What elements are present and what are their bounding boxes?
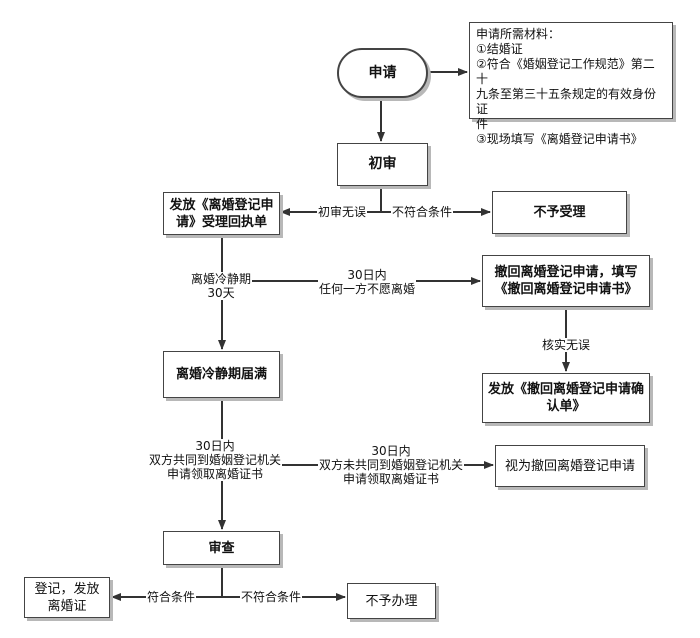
node-cooling-expire-text: 离婚冷静期届满 <box>175 367 267 382</box>
node-deemed-withdraw: 视为撤回离婚登记申请 <box>495 445 645 487</box>
node-issue-confirm-line-1: 发放《撤回离婚登记申请确 <box>487 382 644 397</box>
materials-item-2-line-2: 九条至第三十五条规定的有效身份证 <box>476 87 657 116</box>
node-reject-accept-text: 不予受理 <box>533 205 586 220</box>
label-within30-unwilling: 30日内 任何一方不愿离婚 <box>318 268 417 296</box>
label-not-both-go-line-3: 申请领取离婚证书 <box>343 472 440 486</box>
node-initial-review: 初审 <box>337 143 428 186</box>
materials-title: 申请所需材料： <box>476 27 561 41</box>
label-not-both-go-line-2: 双方未共同到婚姻登记机关 <box>319 458 464 472</box>
label-cooling-period-line-2: 30天 <box>207 286 235 300</box>
materials-item-2-line-1: ②符合《婚姻登记工作规范》第二十 <box>476 57 655 86</box>
label-not-qualified: 不符合条件 <box>391 205 454 219</box>
materials-item-1: ①结婚证 <box>476 42 523 56</box>
node-initial-review-text: 初审 <box>368 156 397 172</box>
node-refuse: 不予办理 <box>347 583 436 619</box>
node-receipt-line-2: 请》受理回执单 <box>175 214 267 230</box>
node-review-text: 审查 <box>208 540 235 556</box>
label-within30-unwilling-line-2: 任何一方不愿离婚 <box>319 282 416 296</box>
label-initial-ok: 初审无误 <box>317 205 368 219</box>
node-register-line-2: 离婚证 <box>47 598 87 614</box>
node-deemed-withdraw-text: 视为撤回离婚登记申请 <box>504 458 635 474</box>
node-apply-text: 申请 <box>368 64 397 81</box>
label-not-qualified-2: 不符合条件 <box>240 590 303 604</box>
node-issue-confirm-line-2: 认单》 <box>546 399 586 414</box>
label-qualified: 符合条件 <box>146 590 197 604</box>
label-both-go-line-3: 申请领取离婚证书 <box>167 467 264 481</box>
node-register: 登记，发放 离婚证 <box>24 577 110 618</box>
label-both-go: 30日内 双方共同到婚姻登记机关 申请领取离婚证书 <box>148 439 283 481</box>
node-withdraw: 撤回离婚登记申请，填写 《撤回离婚登记申请书》 <box>482 255 650 307</box>
label-both-go-line-2: 双方共同到婚姻登记机关 <box>149 453 282 467</box>
label-cooling-period-line-1: 离婚冷静期 <box>191 272 252 286</box>
node-receipt-line-1: 发放《离婚登记申 <box>169 197 274 213</box>
node-register-line-1: 登记，发放 <box>34 581 100 597</box>
materials-item-3: ③现场填写《离婚登记申请书》 <box>476 132 643 146</box>
materials-item-2-line-3: 件 <box>476 117 489 131</box>
label-not-both-go-line-1: 30日内 <box>371 444 411 458</box>
node-review: 审查 <box>163 531 280 565</box>
node-apply: 申请 <box>337 48 428 98</box>
node-materials: 申请所需材料： ①结婚证 ②符合《婚姻登记工作规范》第二十 九条至第三十五条规定… <box>469 22 673 146</box>
node-withdraw-line-1: 撤回离婚登记申请，填写 <box>494 265 638 280</box>
label-cooling-period: 离婚冷静期 30天 <box>190 272 253 300</box>
node-withdraw-line-2: 《撤回离婚登记申请书》 <box>494 282 638 297</box>
node-issue-confirm: 发放《撤回离婚登记申请确 认单》 <box>482 373 650 423</box>
label-both-go-line-1: 30日内 <box>195 439 235 453</box>
label-within30-unwilling-line-1: 30日内 <box>347 268 387 282</box>
node-receipt: 发放《离婚登记申 请》受理回执单 <box>163 192 280 235</box>
node-reject-accept: 不予受理 <box>492 191 627 234</box>
label-not-both-go: 30日内 双方未共同到婚姻登记机关 申请领取离婚证书 <box>318 444 465 486</box>
label-verified: 核实无误 <box>541 338 592 352</box>
node-cooling-expire: 离婚冷静期届满 <box>163 351 280 398</box>
node-refuse-text: 不予办理 <box>365 593 418 609</box>
